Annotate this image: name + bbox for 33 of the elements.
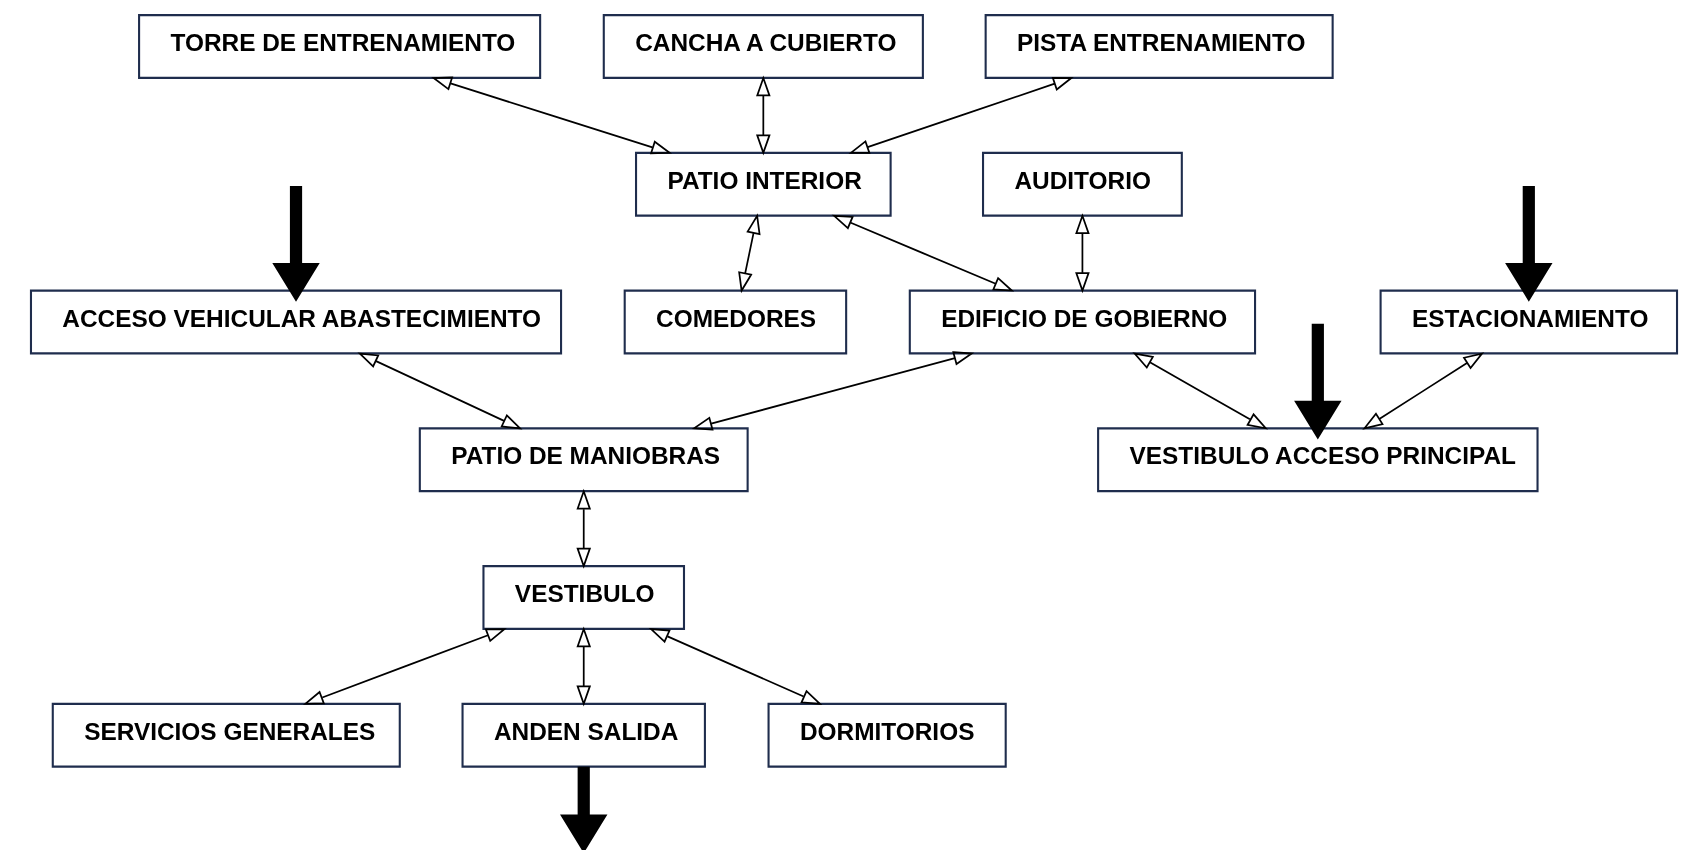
arrow — [691, 351, 975, 431]
arrow — [357, 352, 523, 430]
arrow — [738, 213, 761, 294]
node-box: DORMITORIOS — [767, 702, 1007, 768]
arrow — [648, 628, 823, 705]
node-box: PATIO INTERIOR — [635, 151, 892, 217]
node-box: SERVICIOS GENERALES — [51, 702, 401, 768]
node-box: EDIFICIO DE GOBIERNO — [908, 289, 1257, 355]
arrow — [848, 77, 1074, 154]
arrow — [1294, 323, 1342, 440]
node-box: PISTA ENTRENAMIENTO — [984, 14, 1334, 79]
arrow — [756, 75, 771, 156]
node-box: CANCHA A CUBIERTO — [602, 14, 924, 79]
node-box: PATIO DE MANIOBRAS — [418, 427, 749, 493]
arrow — [431, 76, 673, 155]
arrow — [576, 488, 592, 569]
arrow — [560, 766, 608, 850]
node-box: AUDITORIO — [982, 151, 1183, 217]
arrow — [1505, 186, 1553, 302]
arrow — [1132, 352, 1268, 430]
arrow — [831, 214, 1015, 292]
arrow — [302, 628, 507, 705]
node-box: TORRE DE ENTRENAMIENTO — [138, 14, 542, 79]
node-box: ESTACIONAMIENTO — [1379, 289, 1679, 355]
node-box: VESTIBULO — [482, 565, 686, 630]
arrow — [272, 186, 320, 302]
arrow — [576, 626, 592, 707]
node-box: VESTIBULO ACCESO PRINCIPAL — [1097, 427, 1539, 493]
node-box: COMEDORES — [623, 289, 848, 355]
arrow — [1075, 213, 1090, 294]
node-box: ACCESO VEHICULAR ABASTECIMIENTO — [29, 289, 563, 355]
arrow — [1362, 352, 1485, 430]
node-box: ANDEN SALIDA — [461, 702, 706, 768]
